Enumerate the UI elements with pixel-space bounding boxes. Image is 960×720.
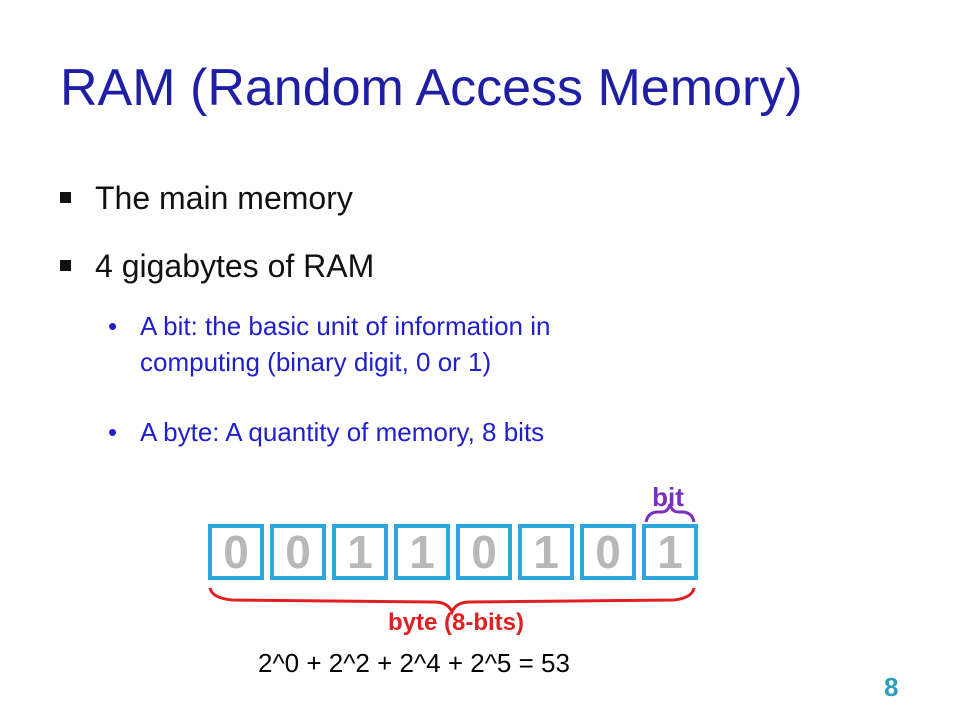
slide-title: RAM (Random Access Memory) (60, 59, 803, 117)
bit-cell (580, 524, 636, 580)
sub-bullet-line: A bit: the basic unit of information in (140, 311, 551, 341)
bit-cell (332, 524, 388, 580)
bit-cell (518, 524, 574, 580)
sub-bullet-byte: • A byte: A quantity of memory, 8 bits (108, 414, 544, 450)
byte-brace-icon (208, 587, 696, 617)
bit-cell (270, 524, 326, 580)
formula-text: 2^0 + 2^2 + 2^4 + 2^5 = 53 (258, 648, 570, 678)
bit-digit: 1 (533, 526, 559, 578)
square-bullet-icon (60, 260, 71, 272)
bullet-ram-size: 4 gigabytes of RAM (60, 248, 374, 285)
bit-digit: 1 (347, 526, 373, 578)
page-number: 8 (884, 672, 899, 702)
bullet-main-memory: The main memory (60, 180, 353, 217)
bit-digit: 0 (471, 526, 497, 578)
bullet-text: The main memory (95, 180, 353, 216)
sub-bullet-line: A byte: A quantity of memory, 8 bits (140, 417, 545, 447)
bit-cell (456, 524, 512, 580)
bit-cell (642, 524, 698, 580)
bit-digit: 0 (595, 526, 621, 578)
byte-label: byte (8-bits) (388, 609, 524, 636)
dot-bullet-icon: • (108, 417, 118, 447)
bit-digit: 0 (223, 526, 249, 578)
square-bullet-icon (60, 192, 71, 204)
bit-cell (208, 524, 264, 580)
bit-cell (394, 524, 450, 580)
bit-brace-icon (644, 503, 696, 523)
sub-bullet-bit: • A bit: the basic unit of information i… (108, 308, 550, 380)
bit-digit: 1 (657, 526, 683, 578)
bullet-text: 4 gigabytes of RAM (95, 248, 375, 284)
sub-bullet-line: computing (binary digit, 0 or 1) (140, 347, 492, 377)
bit-digit: 0 (285, 526, 311, 578)
bit-digit: 1 (409, 526, 435, 578)
dot-bullet-icon: • (108, 311, 118, 341)
